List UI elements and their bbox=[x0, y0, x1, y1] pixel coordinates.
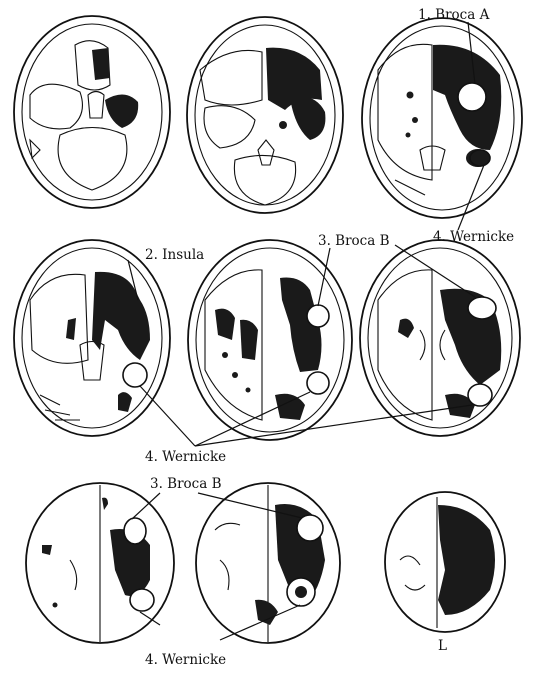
label-wernicke-mid: 4. Wernicke bbox=[145, 449, 226, 465]
side-marker-label: L bbox=[438, 638, 447, 654]
label-wernicke-top: 4. Wernicke bbox=[433, 229, 514, 245]
label-broca-a: 1. Broca A bbox=[418, 7, 490, 23]
target-wernicke-mid-3 bbox=[468, 384, 492, 406]
target-wernicke-bottom-1 bbox=[130, 589, 154, 611]
target-broca-b-mid-2 bbox=[468, 297, 496, 319]
slice-row2-col3 bbox=[360, 240, 520, 436]
slice-row1-col1 bbox=[14, 16, 170, 208]
slice-row1-col2 bbox=[187, 17, 343, 213]
target-broca-b-bottom bbox=[124, 518, 146, 544]
slice-row3-col3 bbox=[385, 492, 505, 632]
target-wernicke-mid-1 bbox=[123, 363, 147, 387]
target-wernicke-mid-2 bbox=[307, 372, 329, 394]
slice-row2-col1 bbox=[14, 240, 170, 436]
label-wernicke-bottom: 4. Wernicke bbox=[145, 652, 226, 668]
slice-row1-col3 bbox=[362, 18, 522, 218]
label-insula: 2. Insula bbox=[145, 247, 204, 263]
label-broca-b-mid: 3. Broca B bbox=[318, 233, 390, 249]
slice-row2-col2 bbox=[188, 240, 352, 440]
target-broca-b-bottom-2 bbox=[297, 515, 323, 541]
target-broca-b-mid bbox=[307, 305, 329, 327]
label-broca-b-bottom: 3. Broca B bbox=[150, 476, 222, 492]
target-broca-a bbox=[458, 83, 486, 111]
